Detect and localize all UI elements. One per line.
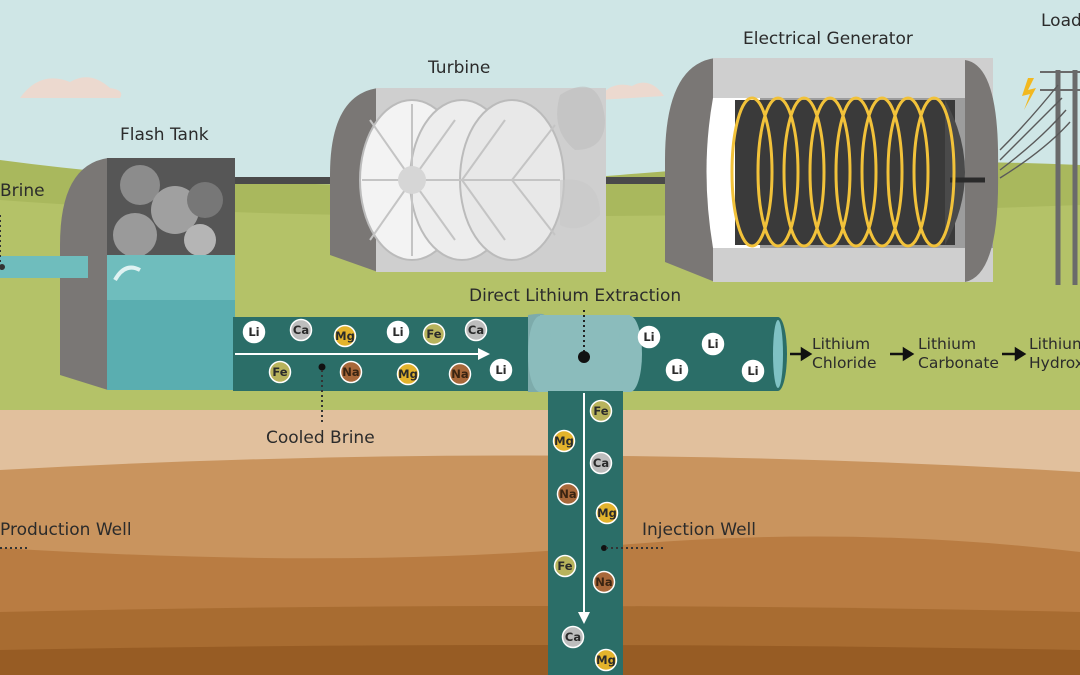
ion-li-bubble bbox=[741, 359, 765, 383]
ion-mg-bubble bbox=[595, 501, 619, 525]
ion-li-label: Li bbox=[248, 325, 259, 339]
ion-ca-bubble bbox=[464, 318, 488, 342]
ion-na-label: Na bbox=[595, 575, 612, 589]
load-label: Load bbox=[1041, 11, 1080, 31]
product-line2: Hydrox bbox=[1029, 353, 1080, 372]
generator-label: Electrical Generator bbox=[743, 29, 913, 49]
ion-mg-label: Mg bbox=[398, 367, 418, 381]
turbine bbox=[330, 86, 606, 272]
ion-li-bubble bbox=[242, 320, 266, 344]
ion-fe-bubble bbox=[589, 399, 613, 423]
shaft bbox=[230, 177, 350, 184]
electrical-generator bbox=[665, 58, 999, 282]
ion-li-label: Li bbox=[707, 337, 718, 351]
flash-tank-label: Flash Tank bbox=[120, 125, 209, 145]
ion-li-label: Li bbox=[671, 363, 682, 377]
ion-mg-bubble bbox=[333, 324, 357, 348]
product-line2: Carbonate bbox=[918, 353, 999, 372]
ion-mg-bubble bbox=[396, 362, 420, 386]
ion-na-label: Na bbox=[451, 367, 468, 381]
ion-fe-label: Fe bbox=[557, 559, 572, 573]
ion-na-bubble bbox=[556, 482, 580, 506]
ion-fe-bubble bbox=[553, 554, 577, 578]
ion-mg-label: Mg bbox=[335, 329, 355, 343]
ion-mg-bubble bbox=[594, 648, 618, 672]
production-well-label: Production Well bbox=[0, 520, 132, 540]
ion-ca-label: Ca bbox=[593, 456, 609, 470]
product-lithium-chloride: Lithium Chloride bbox=[812, 335, 877, 372]
cooled-brine-label: Cooled Brine bbox=[266, 428, 375, 448]
ion-ca-label: Ca bbox=[293, 323, 309, 337]
ion-li-bubble bbox=[637, 325, 661, 349]
cloud bbox=[20, 77, 122, 98]
ion-mg-bubble bbox=[552, 429, 576, 453]
product-line1: Lithium bbox=[812, 335, 871, 353]
lightning-icon bbox=[1022, 78, 1036, 110]
ion-fe-label: Fe bbox=[272, 365, 287, 379]
injection-well-label: Injection Well bbox=[642, 520, 757, 540]
ion-na-bubble bbox=[592, 570, 616, 594]
ion-li-bubble bbox=[489, 358, 513, 382]
dle-dot bbox=[578, 351, 590, 363]
ion-fe-label: Fe bbox=[593, 404, 608, 418]
ion-li-bubble bbox=[665, 358, 689, 382]
ion-mg-label: Mg bbox=[597, 506, 617, 520]
ion-fe-bubble bbox=[422, 322, 446, 346]
product-line2: Chloride bbox=[812, 353, 877, 372]
flash-tank bbox=[60, 158, 235, 390]
brine-label: Brine bbox=[0, 181, 45, 201]
ion-ca-label: Ca bbox=[565, 630, 581, 644]
dle-label: Direct Lithium Extraction bbox=[469, 286, 682, 306]
brine-pipe bbox=[233, 313, 787, 392]
ion-ca-label: Ca bbox=[468, 323, 484, 337]
ion-na-label: Na bbox=[559, 487, 576, 501]
ion-li-label: Li bbox=[495, 363, 506, 377]
cooled-brine-dot bbox=[318, 363, 326, 371]
ion-ca-bubble bbox=[589, 451, 613, 475]
ion-fe-bubble bbox=[268, 360, 292, 384]
ion-mg-label: Mg bbox=[596, 653, 616, 667]
injection-dot bbox=[601, 545, 607, 551]
product-line1: Lithium bbox=[918, 335, 977, 353]
ion-ca-bubble bbox=[289, 318, 313, 342]
inlet-pipe bbox=[0, 256, 88, 278]
product-arrows bbox=[790, 346, 1027, 362]
product-line1: Lithium bbox=[1029, 335, 1080, 353]
product-lithium-carbonate: Lithium Carbonate bbox=[918, 335, 999, 372]
ion-ca-bubble bbox=[561, 625, 585, 649]
ion-li-label: Li bbox=[392, 325, 403, 339]
cloud bbox=[598, 82, 664, 100]
product-lithium-hydroxide: Lithium Hydrox bbox=[1029, 335, 1080, 372]
ion-na-label: Na bbox=[342, 365, 359, 379]
ion-li-label: Li bbox=[643, 330, 654, 344]
soil-layer-5 bbox=[0, 645, 1080, 675]
ion-mg-label: Mg bbox=[554, 434, 574, 448]
ion-li-label: Li bbox=[747, 364, 758, 378]
ion-li-bubble bbox=[701, 332, 725, 356]
shaft bbox=[600, 177, 695, 184]
ion-fe-label: Fe bbox=[426, 327, 441, 341]
power-lines bbox=[999, 70, 1080, 285]
ion-na-bubble bbox=[339, 360, 363, 384]
turbine-label: Turbine bbox=[428, 58, 491, 78]
ion-li-bubble bbox=[386, 320, 410, 344]
ion-na-bubble bbox=[448, 362, 472, 386]
